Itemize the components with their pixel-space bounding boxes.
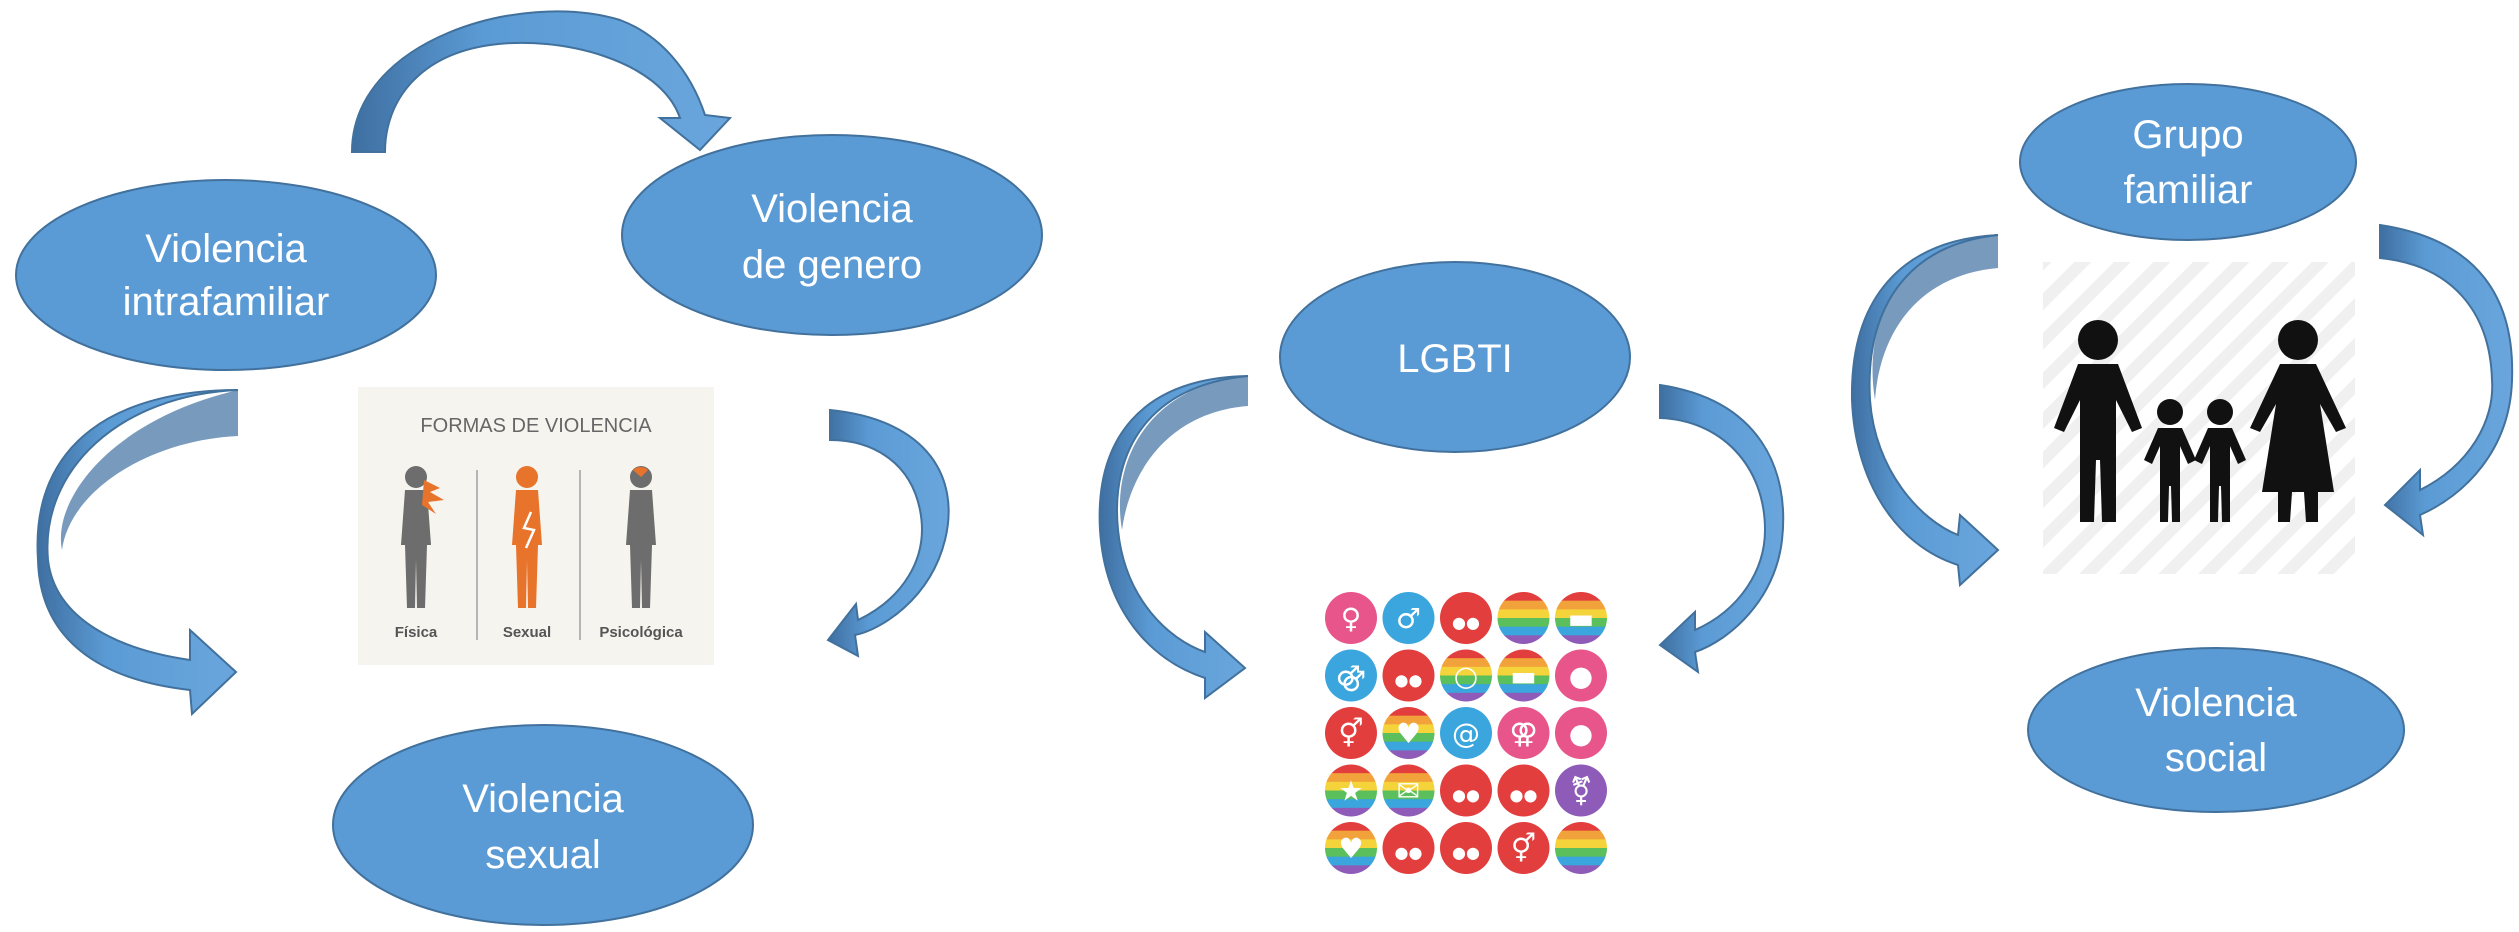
female-symbol-glyph: ♀ (1341, 602, 1362, 635)
node-grupo-familiar-line1: Grupo (2132, 113, 2243, 157)
node-violencia-sexual: Violencia sexual (332, 724, 754, 926)
female-male-symbol-icon: ⚥ (1497, 822, 1550, 874)
node-violencia-sexual-line2: sexual (485, 833, 601, 877)
node-violencia-genero: Violencia de genero (621, 134, 1043, 336)
node-violencia-intrafamiliar-line1: Violencia (145, 227, 307, 271)
female-male-symbol-icon: ⚥ (1325, 707, 1377, 759)
arrow-intrafamiliar-to-sexual (36, 389, 239, 717)
psicologica-figure-icon (626, 466, 656, 608)
rainbow-heart-glyph: ♥ (1396, 717, 1421, 750)
node-lgbti-label: LGBTI (1397, 337, 1513, 381)
female-female-symbol-icon: ⚢ (1497, 707, 1550, 759)
child-glyph: ● (1569, 660, 1593, 693)
rainbow-circle-icon: ○ (1440, 649, 1492, 702)
male-male-symbol-icon: ⚣ (1325, 649, 1377, 702)
arrow-genero-to-sexual (826, 408, 950, 658)
sexual-figure-icon (512, 466, 542, 608)
rainbow-speech-icon: ▬ (1497, 649, 1550, 702)
node-grupo-familiar: Grupo familiar (2019, 83, 2357, 241)
rainbow-heart-icon: ♥ (1382, 707, 1435, 759)
node-violencia-intrafamiliar-line2: intrafamiliar (123, 280, 330, 324)
family-icon: ●● (1440, 592, 1492, 644)
rainbow-speech-glyph: ▬ (1510, 660, 1536, 693)
rainbow-envelope-icon: ✉ (1382, 764, 1435, 817)
rainbow-star-glyph: ★ (1338, 775, 1363, 808)
female-male-symbol-glyph: ⚥ (1511, 832, 1536, 865)
family-glyph: ●● (1452, 613, 1480, 632)
at-sign-glyph: @ (1452, 717, 1480, 750)
node-grupo-familiar-line2: familiar (2124, 168, 2253, 212)
child-icon: ● (1555, 707, 1607, 759)
family-icon: ●● (1382, 822, 1435, 874)
family-glyph: ●● (1452, 786, 1480, 805)
rainbow-speech-glyph: ▬ (1568, 602, 1594, 635)
node-violencia-genero-line1: Violencia (751, 187, 913, 231)
arrow-lgbti-right (1658, 383, 1785, 675)
rainbow-envelope-glyph: ✉ (1397, 775, 1420, 808)
arrow-familiar-left (1850, 234, 2000, 588)
node-violencia-social-line1: Violencia (2135, 681, 2297, 725)
family-icon: ●● (1382, 649, 1435, 702)
rainbow-flag-icon (1555, 822, 1607, 874)
node-lgbti: LGBTI (1279, 261, 1631, 453)
arrow-intrafamiliar-to-genero (350, 10, 733, 153)
family-glyph: ●● (1395, 843, 1423, 862)
at-sign-icon: @ (1440, 707, 1492, 759)
male-symbol-glyph: ♂ (1396, 602, 1421, 635)
family-silhouette-icon (2054, 320, 2346, 522)
child-icon: ● (1555, 649, 1607, 702)
family-icon: ●● (1440, 822, 1492, 874)
family-icon: ●● (1440, 764, 1492, 817)
transgender-symbol-glyph: ⚧ (1569, 775, 1592, 808)
node-violencia-intrafamiliar: Violencia intrafamiliar (15, 179, 437, 371)
family-glyph: ●● (1510, 786, 1538, 805)
fisica-label: Física (395, 624, 438, 641)
node-violencia-sexual-line1: Violencia (462, 777, 624, 821)
node-violencia-genero-line2: de genero (742, 243, 922, 287)
rainbow-circle-glyph: ○ (1454, 660, 1478, 693)
family-image (2043, 262, 2355, 574)
family-icon: ●● (1497, 764, 1550, 817)
family-glyph: ●● (1395, 671, 1423, 690)
male-male-symbol-glyph: ⚣ (1336, 660, 1367, 693)
formas-violencia-image: FORMAS DE VIOLENCIA Física Sexual Psicol… (358, 387, 714, 665)
transgender-symbol-icon: ⚧ (1555, 764, 1607, 817)
rainbow-heart-icon: ♥ (1325, 822, 1377, 874)
child-glyph: ● (1569, 717, 1593, 750)
psicologica-label: Psicológica (599, 624, 683, 641)
female-male-symbol-glyph: ⚥ (1338, 717, 1363, 750)
rainbow-heart-glyph: ♥ (1338, 832, 1363, 865)
arrow-familiar-right (2379, 223, 2514, 538)
lgbti-icons-grid: ♀ ♂ ●● ▬ ⚣ ●● ○ ▬ ● ⚥ ♥ @ ⚢ ● ★ ✉ ●● ●● ⚧ ♥ ●● ●● ⚥ (1325, 592, 1607, 874)
node-violencia-social: Violencia social (2027, 647, 2405, 813)
female-female-symbol-glyph: ⚢ (1509, 717, 1537, 750)
sexual-label: Sexual (503, 624, 551, 641)
fisica-figure-icon (401, 466, 444, 608)
node-violencia-social-line2: social (2165, 736, 2267, 780)
male-symbol-icon: ♂ (1382, 592, 1435, 644)
formas-title: FORMAS DE VIOLENCIA (420, 415, 652, 437)
female-symbol-icon: ♀ (1325, 592, 1377, 644)
arrow-lgbti-left (1098, 375, 1249, 700)
rainbow-speech-icon: ▬ (1555, 592, 1607, 644)
family-glyph: ●● (1452, 843, 1480, 862)
rainbow-star-icon: ★ (1325, 764, 1377, 817)
rainbow-flag-icon (1497, 592, 1550, 644)
